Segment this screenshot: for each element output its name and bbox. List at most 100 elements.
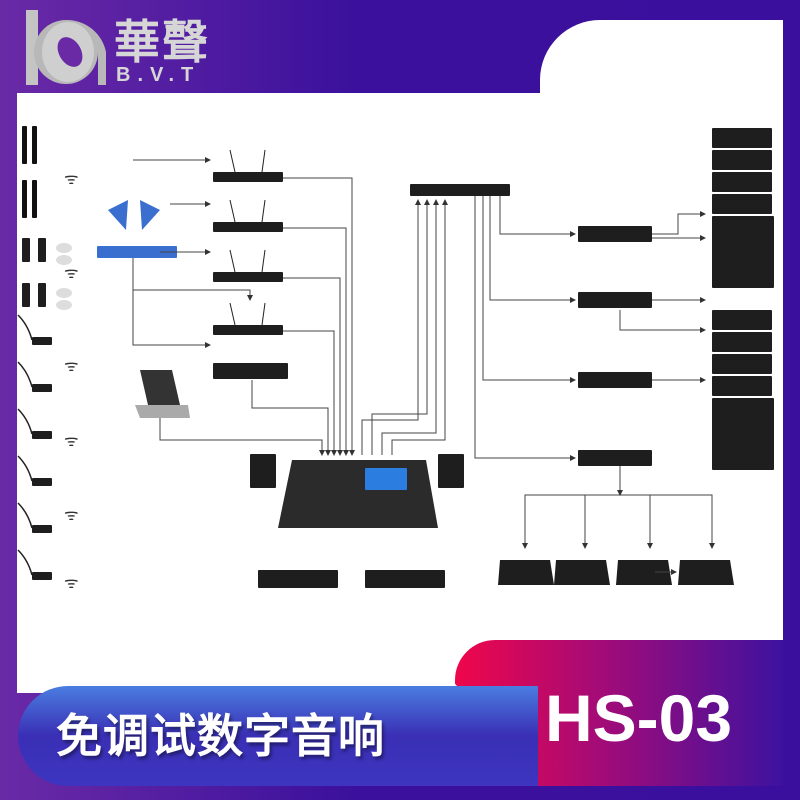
power-amplifier-icon <box>578 450 652 466</box>
connection-line <box>371 199 430 455</box>
antenna-distributor-icon <box>97 246 177 258</box>
connection-line <box>391 199 448 455</box>
connection-line <box>283 330 337 456</box>
power-amplifier-icon <box>578 292 652 308</box>
connection-line <box>132 290 211 348</box>
wireless-microphone-icon <box>32 126 37 164</box>
stage-monitor-icon <box>498 560 554 585</box>
subwoofer-icon <box>712 216 774 288</box>
connection-line <box>283 177 355 456</box>
antenna-icon <box>261 249 266 273</box>
gooseneck-base-icon <box>32 525 52 533</box>
antenna-icon <box>229 302 236 326</box>
line-array-speaker-icon <box>712 150 772 170</box>
gooseneck-microphone-icon <box>17 502 33 529</box>
brand-name-cn: 華聲 <box>114 15 210 69</box>
brand-name-en: B.V.T <box>116 64 201 86</box>
ceiling-mic-icon <box>56 288 72 298</box>
wireless-microphone-icon <box>22 126 27 164</box>
power-amplifier-icon <box>578 372 652 388</box>
antenna-icon <box>229 149 236 173</box>
connection-line <box>619 310 706 333</box>
line-array-speaker-icon <box>712 172 772 192</box>
connection-line <box>582 494 620 549</box>
antenna-icon <box>229 199 236 223</box>
ceiling-mic-icon <box>56 255 72 265</box>
wifi-icon: ᯤ <box>64 505 79 524</box>
wireless-microphone-icon <box>32 180 37 218</box>
laptop-icon <box>140 370 180 405</box>
studio-monitor-icon <box>250 454 276 488</box>
power-amplifier-icon <box>258 570 338 588</box>
connection-line <box>283 277 343 456</box>
line-array-speaker-icon <box>712 310 772 330</box>
wireless-receiver-icon <box>213 325 283 335</box>
wireless-receiver-icon <box>213 222 283 232</box>
gooseneck-microphone-icon <box>17 361 33 388</box>
wireless-receiver-icon <box>213 363 288 379</box>
digital-mixer-icon <box>278 460 438 528</box>
gooseneck-base-icon <box>32 337 52 345</box>
gooseneck-base-icon <box>32 572 52 580</box>
audio-processor-icon <box>410 184 510 196</box>
line-array-speaker-icon <box>712 332 772 352</box>
studio-monitor-icon <box>438 454 464 488</box>
line-array-speaker-icon <box>712 128 772 148</box>
connection-line <box>489 196 576 303</box>
connection-line <box>381 199 439 455</box>
wireless-microphone-icon <box>22 180 27 218</box>
wifi-icon: ᯤ <box>64 169 79 188</box>
subwoofer-icon <box>712 398 774 470</box>
antenna-icon <box>140 200 160 230</box>
gooseneck-base-icon <box>32 478 52 486</box>
connection-line <box>499 196 576 237</box>
power-amplifier-icon <box>365 570 445 588</box>
system-diagram: ᯤ ᯤ ᯤ ᯤ ᯤ ᯤ <box>17 126 774 592</box>
wifi-icon: ᯤ <box>64 573 79 592</box>
connection-line <box>522 494 620 549</box>
line-array-speaker-icon <box>712 194 772 214</box>
connection-line <box>652 211 706 235</box>
connection-line <box>283 227 349 456</box>
mixer-screen <box>365 468 407 490</box>
gooseneck-microphone-icon <box>17 455 33 482</box>
ceiling-mic-icon <box>56 243 72 253</box>
wifi-icon: ᯤ <box>64 263 79 282</box>
gooseneck-base-icon <box>32 431 52 439</box>
connection-line <box>474 196 576 461</box>
wifi-icon: ᯤ <box>64 431 79 450</box>
connection-line <box>482 196 576 383</box>
line-array-speaker-icon <box>712 354 772 374</box>
gooseneck-microphone-icon <box>17 549 33 576</box>
antenna-icon <box>229 249 236 273</box>
stage-monitor-icon <box>554 560 610 585</box>
brand-logo <box>26 10 106 85</box>
stage-monitor-icon <box>616 560 672 585</box>
ceiling-mic-icon <box>56 300 72 310</box>
antenna-icon <box>108 200 128 230</box>
power-amplifier-icon <box>578 226 652 242</box>
stage-monitor-icon <box>678 560 734 585</box>
line-array-speaker-icon <box>712 376 772 396</box>
gooseneck-base-icon <box>32 384 52 392</box>
slogan-text: 免调试数字音响 <box>56 709 385 763</box>
connection-line <box>251 380 331 456</box>
gooseneck-microphone-icon <box>17 408 33 435</box>
antenna-icon <box>261 302 266 326</box>
connection-line <box>620 494 653 549</box>
connection-line <box>620 494 715 549</box>
antenna-icon <box>261 199 266 223</box>
wireless-receiver-icon <box>213 272 283 282</box>
antenna-icon <box>261 149 266 173</box>
model-number: HS-03 <box>545 681 733 755</box>
connection-line <box>159 418 325 456</box>
wireless-receiver-icon <box>213 172 283 182</box>
bodypack-transmitter-icon <box>38 238 46 262</box>
wifi-icon: ᯤ <box>64 356 79 375</box>
content-panel <box>17 93 783 693</box>
bodypack-transmitter-icon <box>22 283 30 307</box>
bodypack-transmitter-icon <box>38 283 46 307</box>
slogan-banner <box>18 686 538 786</box>
connection-line <box>361 199 421 455</box>
gooseneck-microphone-icon <box>17 314 33 341</box>
